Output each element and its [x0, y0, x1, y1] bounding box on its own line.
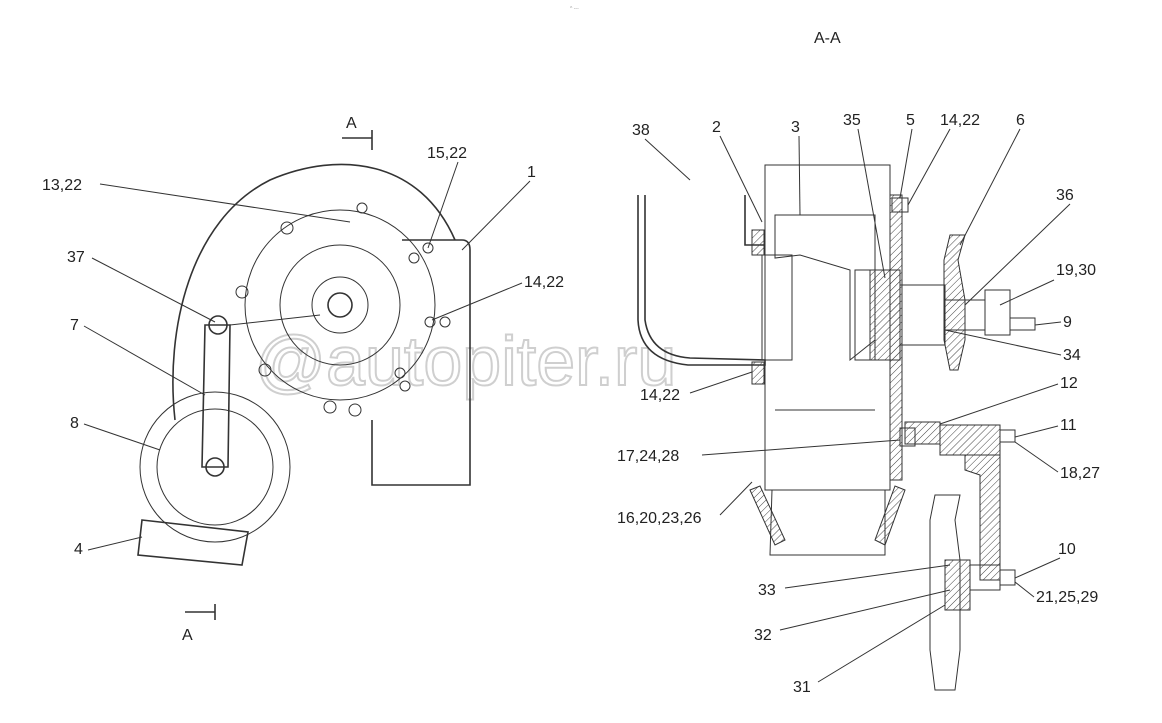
callout-14-22: 14,22	[524, 274, 564, 291]
callout-13-22: 13,22	[42, 177, 82, 194]
section-view	[637, 164, 1036, 691]
callout-19-30: 19,30	[1056, 262, 1096, 279]
tiny-mark: ^ ---	[570, 6, 579, 12]
callout-14-22-left: 14,22	[640, 387, 680, 404]
callout-6: 6	[1016, 112, 1025, 129]
callout-9: 9	[1063, 314, 1072, 331]
callout-33: 33	[758, 582, 776, 599]
callout-35: 35	[843, 112, 861, 129]
callout-38: 38	[632, 122, 650, 139]
callout-31: 31	[793, 679, 811, 696]
callout-21-25-29: 21,25,29	[1036, 589, 1098, 606]
section-title: A-A	[814, 30, 841, 47]
pulley-8	[139, 391, 291, 543]
callout-1: 1	[527, 164, 536, 181]
callout-10: 10	[1058, 541, 1076, 558]
callout-15-22: 15,22	[427, 145, 467, 162]
section-mark-top: A	[346, 115, 357, 132]
callout-8: 8	[70, 415, 79, 432]
callout-5: 5	[906, 112, 915, 129]
callout-34: 34	[1063, 347, 1081, 364]
callout-14-22-top: 14,22	[940, 112, 980, 129]
section-view-callouts: 38 2 3 35 5 14,22 6 36 19,30 9 34 12 11 …	[617, 112, 1100, 696]
callout-37: 37	[67, 249, 85, 266]
callout-12: 12	[1060, 375, 1078, 392]
callout-3: 3	[791, 119, 800, 136]
left-view-callouts: 13,22 15,22 1 37 14,22 7 8 4	[42, 145, 564, 558]
callout-11: 11	[1060, 417, 1077, 434]
left-view	[137, 130, 471, 620]
callout-7: 7	[70, 317, 79, 334]
callout-32: 32	[754, 627, 772, 644]
callout-2: 2	[712, 119, 721, 136]
callout-4: 4	[74, 541, 83, 558]
section-mark-bottom: A	[182, 627, 193, 644]
callout-36: 36	[1056, 187, 1074, 204]
callout-16-20-23-26: 16,20,23,26	[617, 510, 702, 527]
callout-17-24-28: 17,24,28	[617, 448, 679, 465]
watermark: @autopiter.ru	[255, 322, 676, 400]
callout-18-27: 18,27	[1060, 465, 1100, 482]
